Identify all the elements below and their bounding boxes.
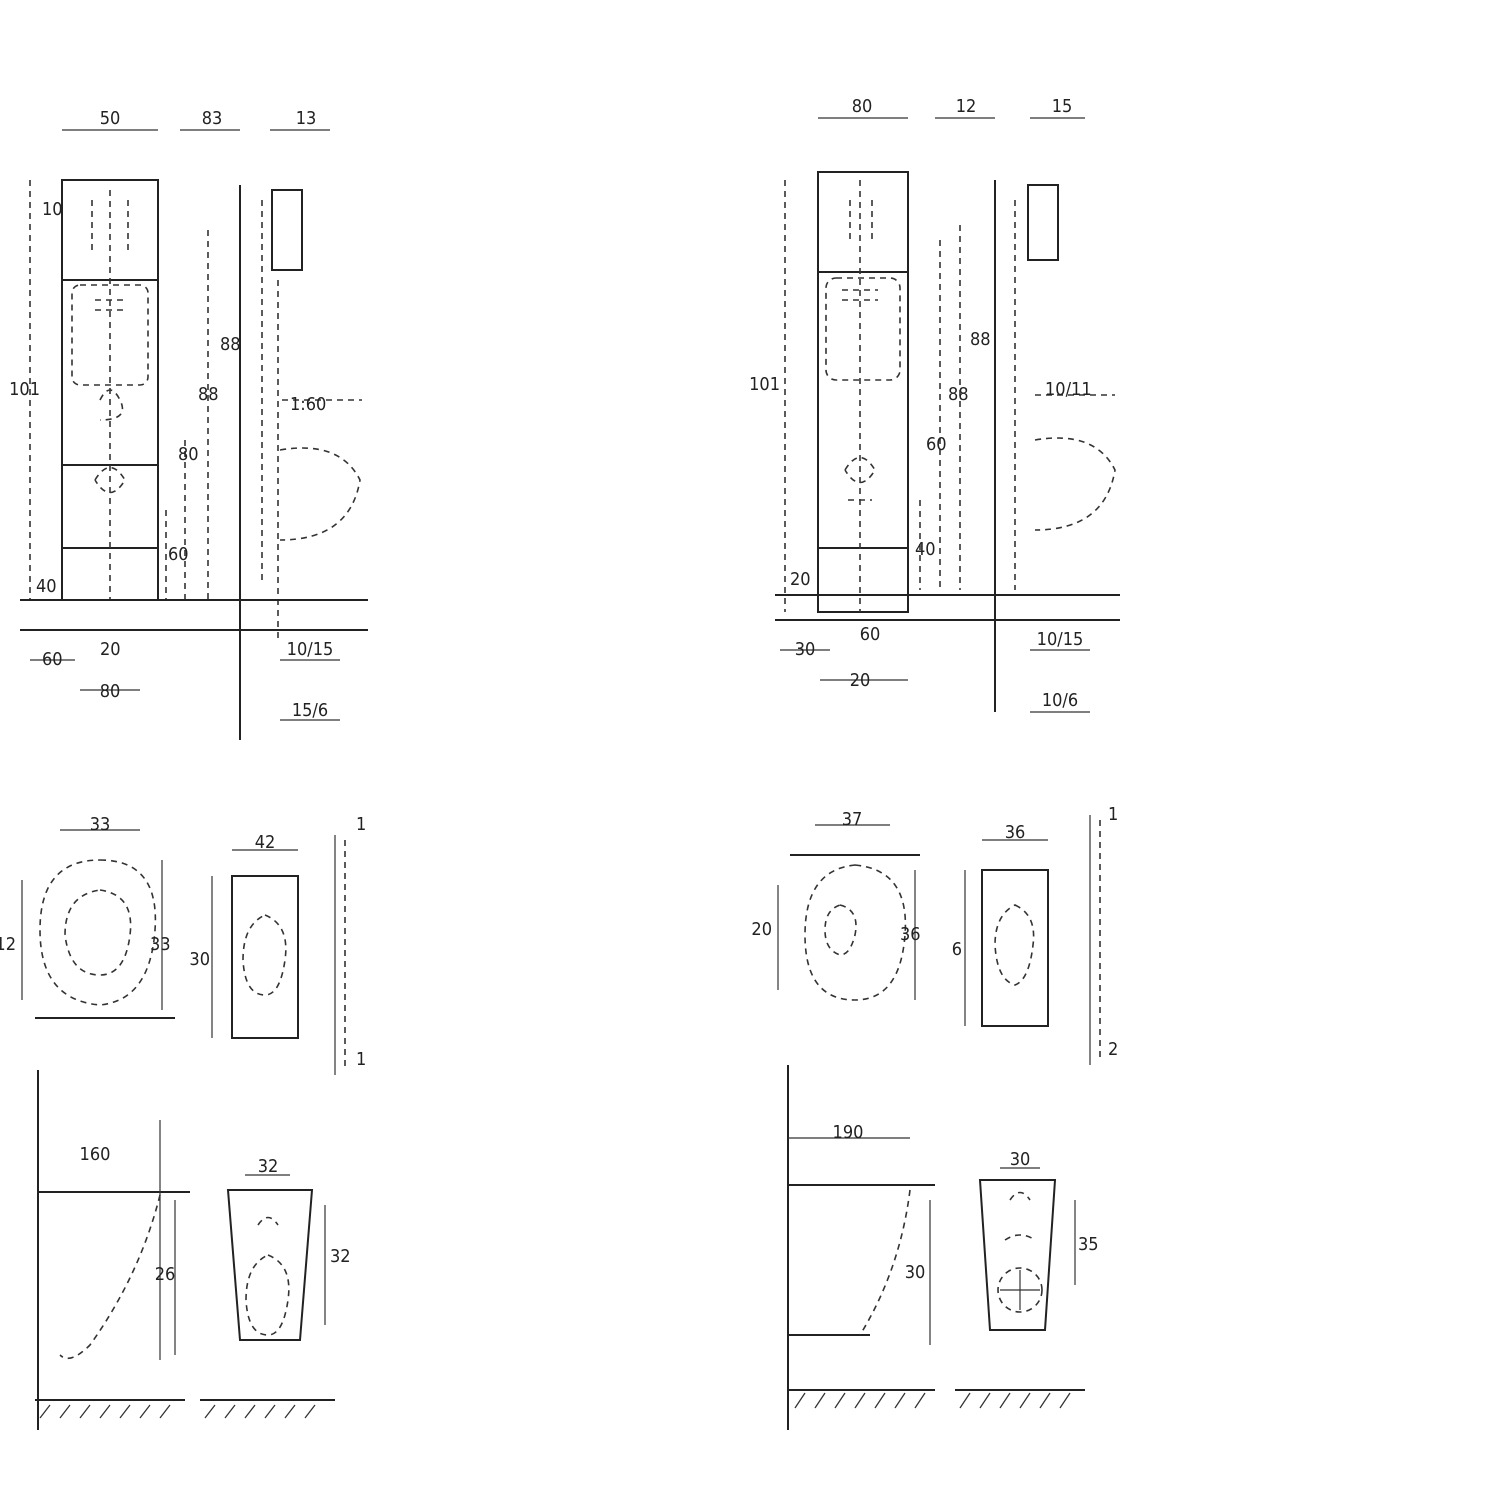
frame-left-bottom-3: 20 <box>100 639 121 660</box>
frame-left-mid-4: 60 <box>168 544 189 565</box>
frame-right-left-bottom: 20 <box>790 569 811 590</box>
bowl-right-side-height: 30 <box>905 1262 926 1283</box>
frame-right-top-width: 80 <box>852 96 873 117</box>
bowl-right-rear-height: 35 <box>1078 1234 1099 1255</box>
bowl-right-drawing: 37 20 36 36 6 1 2 190 30 30 35 <box>751 804 1118 1430</box>
bowl-left-rear-height: 32 <box>330 1246 351 1267</box>
bowl-left-extra-top: 1 <box>356 814 366 835</box>
bowl-right-extra-bottom: 2 <box>1108 1039 1118 1060</box>
frame-left-top-depth: 83 <box>202 108 223 129</box>
frame-left-top-width: 50 <box>100 108 121 129</box>
frame-right-mid-2: 88 <box>948 384 969 405</box>
bowl-right-top-width: 37 <box>842 809 863 830</box>
frame-left-bottom-1: 40 <box>36 576 57 597</box>
bowl-left-top-side: 12 <box>0 934 16 955</box>
bowl-left-top-right: 33 <box>150 934 171 955</box>
bowl-left-side-length: 160 <box>80 1144 111 1165</box>
frame-right-right-label: 10/11 <box>1045 379 1092 400</box>
bowl-left-front-height: 30 <box>189 949 210 970</box>
frame-right-mid-3: 60 <box>926 434 947 455</box>
frame-right-mid-4: 40 <box>915 539 936 560</box>
frame-right-bottom-1: 30 <box>795 639 816 660</box>
frame-right-bottom-5: 10/6 <box>1042 690 1078 711</box>
frame-right-height: 101 <box>749 374 780 395</box>
frame-left-right-label: 1:60 <box>290 394 326 415</box>
frame-right-bottom-2: 60 <box>860 624 881 645</box>
frame-right-bottom-4: 10/15 <box>1037 629 1084 650</box>
bowl-left-rear-width: 32 <box>258 1156 279 1177</box>
bowl-right-extra-top: 1 <box>1108 804 1118 825</box>
frame-right-bottom-3: 20 <box>850 670 871 691</box>
frame-left-mid-3: 80 <box>178 444 199 465</box>
bowl-right-rear-width: 30 <box>1010 1149 1031 1170</box>
frame-left-drawing: 50 83 13 10 101 88 88 80 60 1:60 40 60 2… <box>9 108 368 740</box>
frame-right-mid-1: 88 <box>970 329 991 350</box>
frame-right-drawing: 80 12 15 101 88 88 60 40 10/11 20 30 60 … <box>749 96 1120 713</box>
frame-left-height: 101 <box>9 379 40 400</box>
bowl-left-extra-bottom: 1 <box>356 1049 366 1070</box>
bowl-left-drawing: 33 12 33 42 30 1 1 160 26 32 32 <box>0 814 366 1430</box>
frame-left-top-wall: 13 <box>296 108 317 129</box>
bowl-left-front-width: 42 <box>255 832 276 853</box>
frame-left-bottom-4: 80 <box>100 681 121 702</box>
bowl-left-top-width: 33 <box>90 814 111 835</box>
frame-left-bottom-6: 15/6 <box>292 700 328 721</box>
frame-left-mid-1: 88 <box>220 334 241 355</box>
frame-left-mid-2: 88 <box>198 384 219 405</box>
bowl-right-front-height: 6 <box>952 939 962 960</box>
frame-left-bottom-2: 60 <box>42 649 63 670</box>
frame-left-bottom-5: 10/15 <box>287 639 334 660</box>
bowl-right-front-width: 36 <box>1005 822 1026 843</box>
bowl-right-side-length: 190 <box>833 1122 864 1143</box>
frame-right-top-wall: 15 <box>1052 96 1073 117</box>
frame-left-left-top: 10 <box>42 199 63 220</box>
bowl-left-side-height: 26 <box>155 1264 176 1285</box>
bowl-right-top-right: 36 <box>900 924 921 945</box>
bowl-right-top-side: 20 <box>751 919 772 940</box>
frame-right-top-depth: 12 <box>956 96 977 117</box>
